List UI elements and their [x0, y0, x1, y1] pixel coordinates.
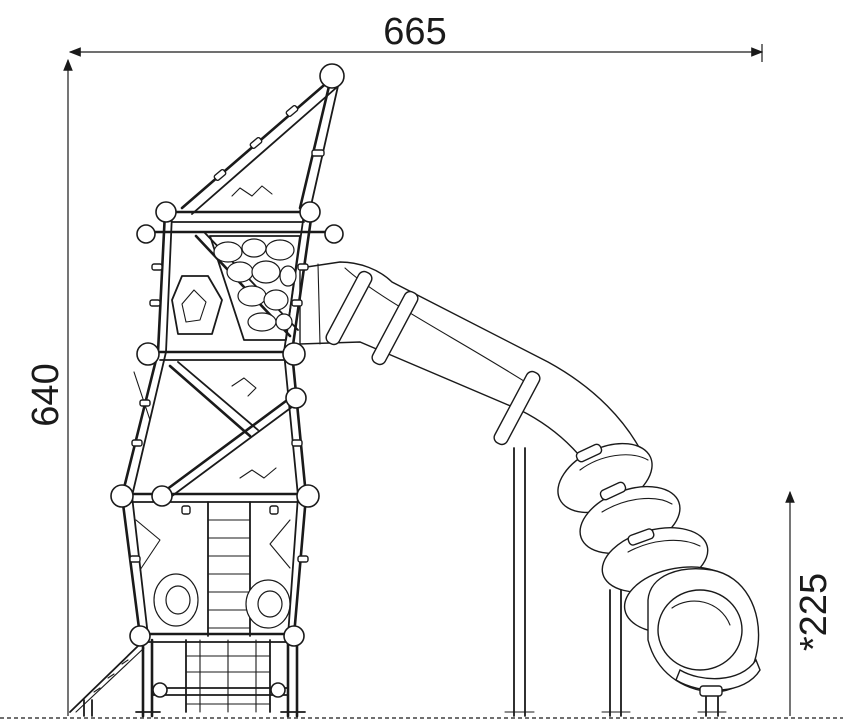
- post-fixings: [129, 263, 309, 563]
- climbing-tower: [69, 63, 345, 718]
- connector-balls: [110, 201, 344, 698]
- height-dimension: 640: [25, 58, 73, 716]
- tower-window-panel: [171, 275, 223, 335]
- slide-clamps: [325, 270, 541, 446]
- roof-top-ball: [319, 63, 345, 89]
- platform-height-label: *225: [793, 573, 835, 651]
- height-label: 640: [25, 363, 67, 426]
- tower-legs: [83, 638, 306, 718]
- climbing-wall-panel: [209, 235, 301, 341]
- tower-roof-frame: [180, 63, 345, 215]
- width-label: 665: [383, 11, 446, 53]
- slide-exit: [647, 568, 761, 697]
- rope-access-line: [69, 645, 145, 713]
- rope-ladder: [185, 501, 271, 713]
- platform-height-dimension: *225: [785, 490, 835, 716]
- tube-slide: [299, 261, 761, 717]
- lower-rock-panels: [133, 371, 291, 629]
- width-dimension: 665: [68, 11, 764, 62]
